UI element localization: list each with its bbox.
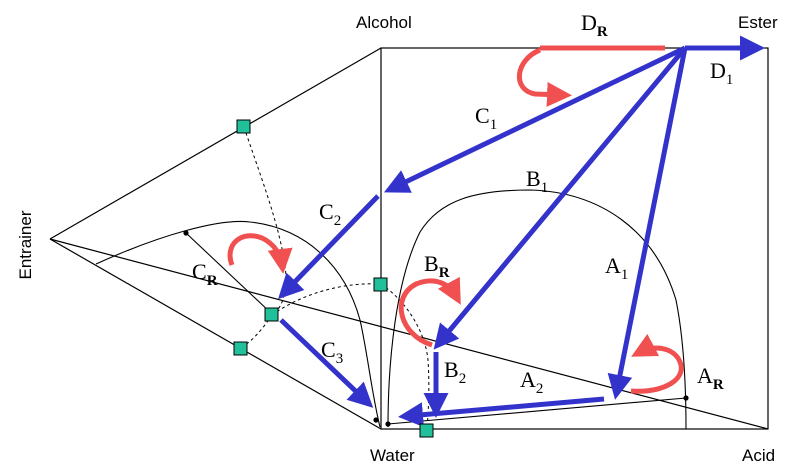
- label-b2: B2: [444, 357, 466, 387]
- arrow-b1: [433, 46, 687, 350]
- azeotrope-markers: [183, 119, 689, 438]
- arrow-a2: [398, 396, 605, 428]
- point-cr-top: [183, 230, 189, 236]
- label-c-reflux: CR: [192, 259, 218, 289]
- reflux-arrows: [227, 45, 684, 394]
- point-ar: [683, 395, 689, 401]
- label-entrainer: Entrainer: [16, 210, 35, 279]
- label-d1: D1: [710, 58, 733, 88]
- tie-line-cr: [185, 232, 273, 315]
- azeotrope-marker-water-acid: [419, 423, 434, 438]
- azeotrope-marker-alcohol-entrainer: [236, 119, 251, 134]
- distillation-boundaries: [240, 126, 430, 431]
- label-c3: C3: [321, 337, 343, 367]
- stream-labels: DR D1 C1 B1 C2 A1 CR BR C3 B2 A2 AR: [192, 10, 733, 397]
- reflux-hook-a: [630, 333, 684, 394]
- label-c1: C1: [475, 103, 497, 133]
- vertex-labels: Alcohol Ester Water Acid Entrainer: [16, 13, 778, 465]
- reflux-hook-b: [398, 276, 461, 348]
- arrow-c3: [279, 318, 374, 408]
- reflux-hook-d: [516, 47, 572, 107]
- label-a1: A1: [605, 253, 628, 283]
- edge-entrainer-alcohol: [49, 47, 382, 240]
- point-water-left: [373, 417, 379, 423]
- azeotrope-marker-ternary: [264, 307, 279, 322]
- composition-frame: [49, 47, 769, 430]
- edge-entrainer-water: [49, 238, 382, 430]
- arrow-c1: [383, 45, 687, 193]
- label-b-reflux: BR: [424, 251, 450, 281]
- edge-entrainer-acid: [49, 238, 769, 430]
- composition-arrows: [278, 35, 765, 428]
- arrow-a1: [607, 47, 688, 400]
- phase-envelopes: [95, 189, 687, 430]
- azeotrope-marker-entrainer-water: [233, 341, 248, 356]
- reflux-hook-c: [227, 233, 293, 274]
- label-c2: C2: [319, 199, 341, 229]
- arrow-c2: [278, 194, 380, 300]
- point-water-right: [385, 421, 391, 427]
- label-a-reflux: AR: [697, 363, 724, 393]
- tie-line-ar: [387, 397, 687, 425]
- ester-water-envelope: [387, 189, 687, 430]
- label-ester: Ester: [738, 13, 778, 32]
- label-b1: B1: [526, 166, 548, 196]
- label-alcohol: Alcohol: [356, 13, 412, 32]
- label-water: Water: [370, 446, 415, 465]
- entrainer-water-envelope: [95, 220, 381, 428]
- label-acid: Acid: [742, 446, 775, 465]
- label-a2: A2: [520, 367, 543, 397]
- label-d-reflux: DR: [581, 10, 608, 40]
- boundary-right: [271, 283, 382, 316]
- azeotrope-marker-alcohol-water: [373, 277, 388, 292]
- boundary-top: [243, 126, 287, 316]
